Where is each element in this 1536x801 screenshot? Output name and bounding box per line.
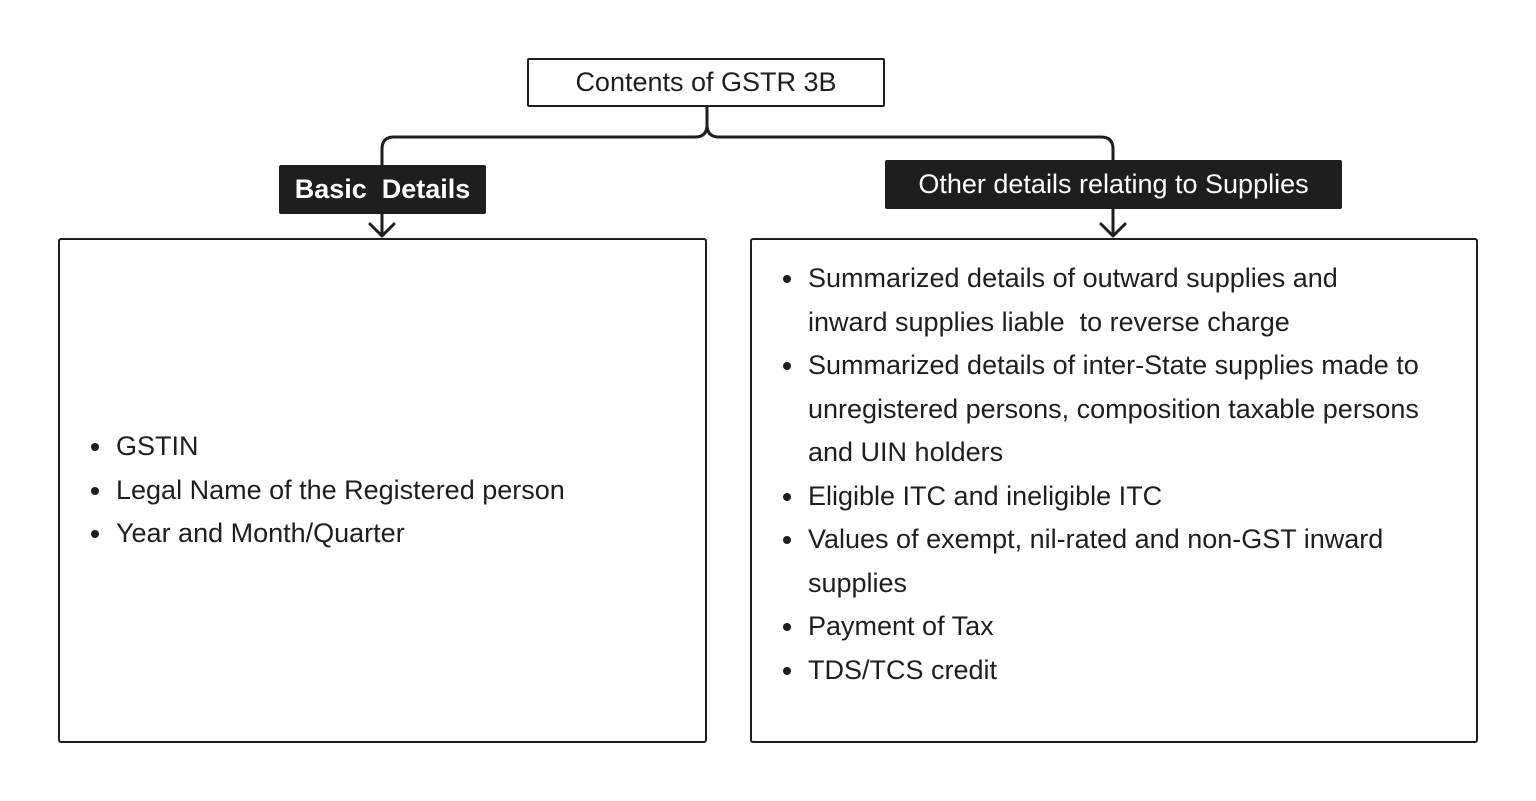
root-node-label: Contents of GSTR 3B: [575, 67, 837, 97]
basic-details-box: GSTIN Legal Name of the Registered perso…: [58, 238, 707, 743]
arrowhead-left: [368, 222, 396, 238]
list-item: Legal Name of the Registered person: [60, 469, 705, 513]
list-item: Eligible ITC and ineligible ITC: [752, 475, 1452, 519]
list-item: TDS/TCS credit: [752, 649, 1452, 693]
arrowhead-right: [1099, 222, 1127, 238]
list-item: Payment of Tax: [752, 605, 1452, 649]
list-item: Summarized details of outward supplies a…: [752, 257, 1408, 344]
basic-details-list: GSTIN Legal Name of the Registered perso…: [60, 425, 705, 556]
other-details-label: Other details relating to Supplies: [885, 160, 1342, 209]
list-item: Summarized details of inter-State suppli…: [752, 344, 1458, 475]
list-item: Values of exempt, nil-rated and non-GST …: [752, 518, 1458, 605]
basic-details-label-text: Basic Details: [294, 174, 471, 204]
other-details-label-text: Other details relating to Supplies: [918, 169, 1309, 199]
other-details-list: Summarized details of outward supplies a…: [752, 257, 1452, 692]
list-item: GSTIN: [60, 425, 705, 469]
root-node: Contents of GSTR 3B: [527, 58, 885, 107]
other-details-box: Summarized details of outward supplies a…: [750, 238, 1478, 743]
basic-details-label: Basic Details: [279, 165, 486, 214]
list-item: Year and Month/Quarter: [60, 512, 705, 556]
